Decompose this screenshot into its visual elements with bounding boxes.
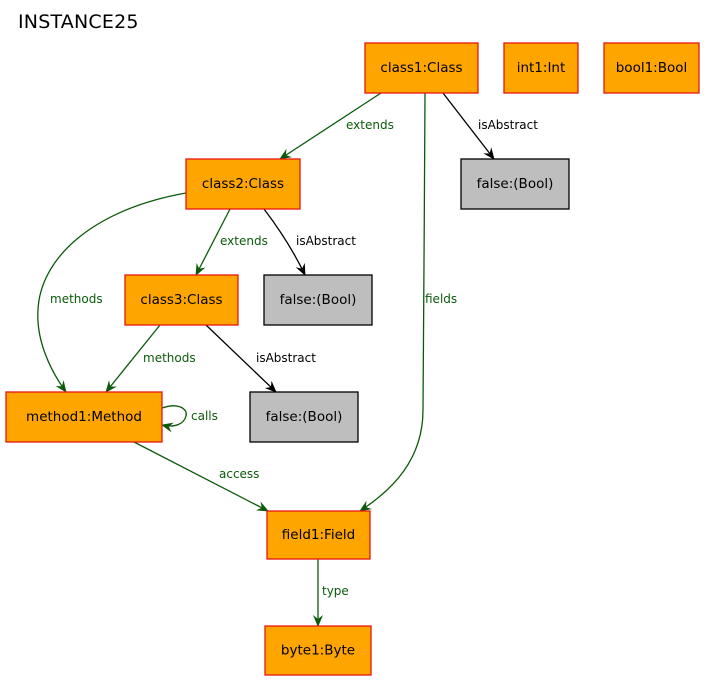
edge-label-fields: fields	[425, 292, 457, 306]
node-label: false:(Bool)	[280, 292, 357, 308]
edge-label-extends: extends	[220, 234, 268, 248]
edge-label-methods: methods	[50, 292, 103, 306]
node-byte1[interactable]: byte1:Byte	[264, 625, 372, 676]
node-int1[interactable]: int1:Int	[503, 42, 579, 94]
node-class3[interactable]: class3:Class	[124, 274, 239, 326]
node-false-2[interactable]: false:(Bool)	[263, 274, 373, 326]
node-false-1[interactable]: false:(Bool)	[460, 158, 570, 210]
edge-label-methods: methods	[143, 351, 196, 365]
edge-class2-methods-method1: methods	[37, 192, 187, 393]
edge-class2-isabstract-false: isAbstract	[263, 208, 356, 276]
edge-method1-access-field1: access	[133, 441, 269, 512]
node-label: bool1:Bool	[616, 60, 688, 76]
node-label: field1:Field	[282, 527, 355, 543]
edge-field1-type-byte1: type	[313, 559, 349, 627]
node-class1[interactable]: class1:Class	[364, 42, 479, 94]
node-label: int1:Int	[517, 60, 566, 76]
node-label: method1:Method	[26, 409, 142, 425]
diagram-title: INSTANCE25	[18, 11, 139, 33]
edge-label-extends: extends	[346, 118, 394, 132]
node-class2[interactable]: class2:Class	[185, 158, 301, 210]
edge-label-access: access	[219, 467, 259, 481]
edge-label-isabstract: isAbstract	[256, 351, 316, 365]
edge-class3-methods-method1: methods	[105, 324, 196, 393]
edge-class1-fields-field1: fields	[359, 92, 457, 512]
edge-label-isabstract: isAbstract	[478, 118, 538, 132]
edge-method1-calls-method1: calls	[161, 405, 218, 433]
edge-label-calls: calls	[191, 409, 218, 423]
node-false-3[interactable]: false:(Bool)	[249, 391, 359, 443]
node-method1[interactable]: method1:Method	[5, 391, 163, 443]
node-field1[interactable]: field1:Field	[266, 510, 371, 560]
edge-class1-isabstract-false: isAbstract	[442, 92, 538, 160]
edge-label-type: type	[322, 584, 349, 598]
edge-class3-isabstract-false: isAbstract	[205, 324, 316, 393]
node-label: byte1:Byte	[281, 643, 355, 659]
node-label: false:(Bool)	[266, 409, 343, 425]
node-label: false:(Bool)	[477, 176, 554, 192]
edge-class1-extends-class2: extends	[279, 92, 394, 160]
node-label: class1:Class	[380, 60, 462, 76]
edge-class2-extends-class3: extends	[195, 208, 268, 276]
node-label: class3:Class	[140, 292, 222, 308]
edge-label-isabstract: isAbstract	[296, 234, 356, 248]
node-bool1[interactable]: bool1:Bool	[603, 42, 700, 94]
node-label: class2:Class	[202, 176, 284, 192]
